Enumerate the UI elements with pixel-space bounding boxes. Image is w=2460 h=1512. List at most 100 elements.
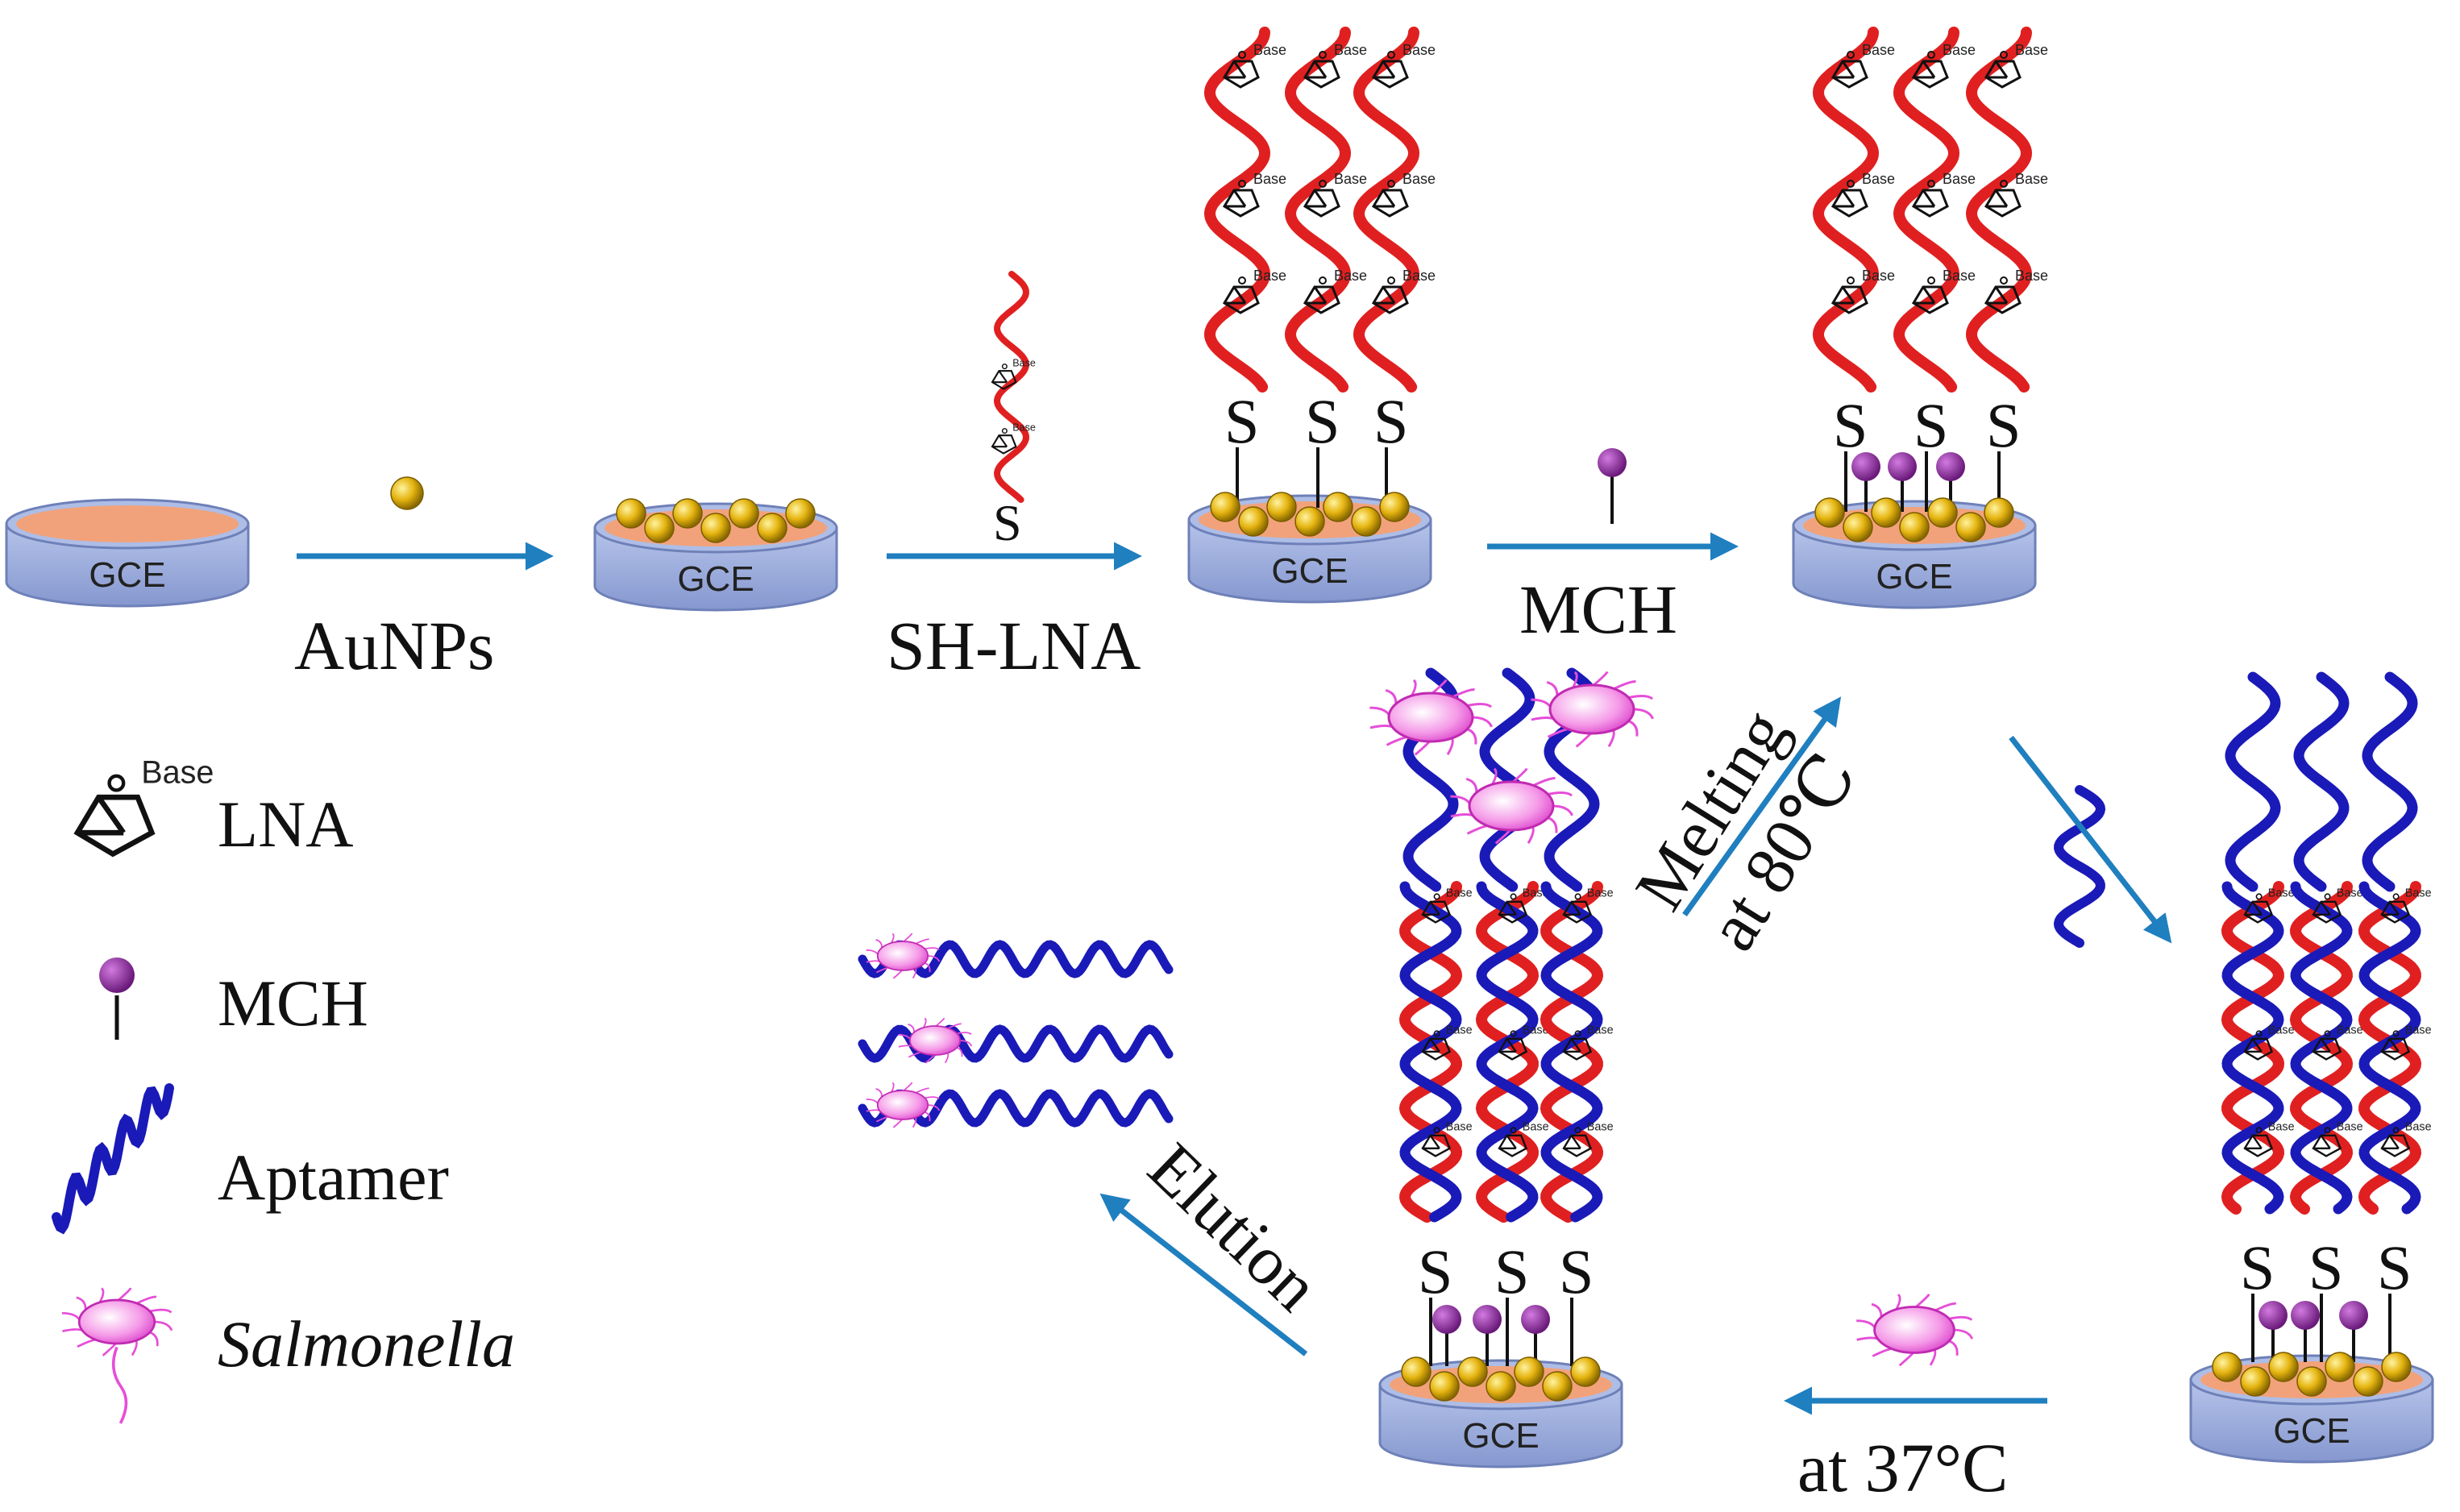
mch-head: [1521, 1305, 1550, 1334]
mch-head: [1936, 452, 1965, 481]
gold-nanoparticle: [1927, 497, 1958, 528]
base-label: Base: [1334, 42, 1367, 58]
lna-sugar-glyph: Base: [1371, 42, 1436, 89]
mch-head: [1432, 1305, 1461, 1334]
base-label: Base: [2337, 887, 2363, 899]
gold-nanoparticle: [1984, 497, 2014, 528]
base-label: Base: [1943, 268, 1976, 284]
lna-sugar-glyph: Base: [2380, 887, 2432, 924]
lna-sugar-glyph: Base: [2243, 1024, 2295, 1061]
lna-strand: [2289, 881, 2354, 1215]
arrow-melting: [1682, 696, 1842, 917]
mch-head: [1851, 452, 1880, 481]
gold-nanoparticle: [1843, 512, 1873, 542]
lna-sugar-glyph: Base: [1303, 171, 1367, 218]
gold-nanoparticle: [700, 513, 731, 543]
gold-nanoparticle: [644, 513, 675, 543]
legend-label-mch: MCH: [218, 966, 368, 1040]
salmonella-cell: [1856, 1293, 1974, 1367]
base-label: Base: [2337, 1024, 2363, 1036]
base-label: Base: [1402, 171, 1436, 187]
lna-strand: [1203, 27, 1271, 393]
gold-nanoparticle: [1486, 1371, 1516, 1402]
electrode-surface: [16, 505, 239, 542]
mch-head: [2291, 1301, 2320, 1330]
lna-sugar-glyph: Base: [1222, 171, 1286, 218]
base-label: Base: [1587, 887, 1614, 899]
aptamer-strand: [2362, 671, 2418, 892]
legend: Base LNA MCH Aptamer Salmonella: [52, 755, 515, 1424]
gold-nanoparticle: [1457, 1356, 1488, 1387]
base-label: Base: [2015, 42, 2048, 58]
lna-sugar-glyph: Base: [1562, 1024, 1614, 1061]
thiol-s-label: S: [993, 494, 1022, 551]
base-label: Base: [2268, 887, 2295, 899]
lna-strand: [1812, 27, 1880, 393]
legend-aptamer-icon: [52, 1083, 174, 1235]
base-label: Base: [2337, 1120, 2363, 1133]
lna-sugar-glyph: Base: [73, 755, 214, 858]
base-label: Base: [1587, 1120, 1614, 1133]
lna-sugar-glyph: Base: [1830, 268, 1895, 314]
lna-sugar-glyph: Base: [1562, 1120, 1614, 1157]
salmonella-cell: [61, 1287, 173, 1424]
lna-sugar-glyph: Base: [1371, 268, 1436, 314]
lna-sugar-glyph: Base: [2312, 1120, 2363, 1157]
lna-sugar-glyph: Base: [1911, 171, 1976, 218]
lna-sugar-glyph: Base: [1498, 1120, 1549, 1157]
thiol-s-label: S: [2308, 1232, 2343, 1302]
lna-sugar-glyph: Base: [2243, 887, 2295, 924]
lna-sugar-glyph: Base: [1830, 171, 1895, 218]
electrode-label: GCE: [1271, 551, 1348, 591]
lna-sugar-glyph: Base: [991, 422, 1036, 455]
aptamer-strand: [2358, 881, 2421, 1215]
base-label: Base: [1446, 1120, 1473, 1133]
mch-head: [1598, 448, 1627, 477]
lna-sugar-glyph: Base: [1303, 42, 1367, 89]
step-label-mch: MCH: [1519, 571, 1677, 648]
gold-nanoparticle: [2325, 1352, 2355, 1382]
base-label: Base: [1523, 1024, 1549, 1036]
thiol-s-label: S: [2377, 1232, 2412, 1302]
thiol-s-label: S: [1986, 390, 2021, 460]
aptamer-icon: [52, 1083, 174, 1235]
gold-nanoparticle: [2240, 1366, 2271, 1397]
gold-nanoparticle: [672, 498, 703, 529]
lna-sugar-glyph: Base: [1303, 268, 1367, 314]
flagellum: [111, 1346, 128, 1424]
gold-nanoparticle: [1266, 492, 1297, 522]
gold-nanoparticle: [1429, 1371, 1460, 1402]
eluted-salmonella-cell: [866, 1082, 941, 1128]
gold-nanoparticle: [1210, 492, 1240, 522]
base-label: Base: [1253, 171, 1286, 187]
lna-sugar-glyph: Base: [1222, 42, 1286, 89]
gold-nanoparticle: [1514, 1356, 1544, 1387]
base-label: Base: [1334, 171, 1367, 187]
electrode-label: GCE: [1462, 1416, 1539, 1456]
legend-label-salmonella: Salmonella: [218, 1307, 515, 1381]
process-arrows: [297, 532, 2172, 1415]
salmonella-cells: [866, 671, 1974, 1367]
legend-salmonella-icon: [61, 1287, 173, 1424]
gold-nanoparticle: [2268, 1352, 2299, 1382]
gold-nanoparticle: [1871, 497, 1901, 528]
lna-sugar-glyph: Base: [1830, 42, 1895, 89]
gold-nanoparticle: [2296, 1366, 2327, 1397]
step-label-aunps: AuNPs: [294, 607, 495, 684]
base-label: Base: [1334, 268, 1367, 284]
base-label: Base: [1587, 1024, 1614, 1036]
gold-nanoparticle: [390, 476, 424, 510]
thiol-s-label: S: [1224, 386, 1259, 456]
lna-sugar-glyph: Base: [2312, 1024, 2363, 1061]
thiol-s-label: S: [2240, 1232, 2275, 1302]
electrode-label: GCE: [89, 555, 165, 595]
base-label: Base: [1446, 887, 1473, 899]
arrow-aptamer-hybridization: [2009, 735, 2172, 944]
step-label-sh-lna: SH-LNA: [887, 607, 1141, 684]
mch-head: [99, 957, 135, 993]
thiol-s-label: S: [1833, 390, 1868, 460]
gold-nanoparticle: [1955, 512, 1986, 542]
